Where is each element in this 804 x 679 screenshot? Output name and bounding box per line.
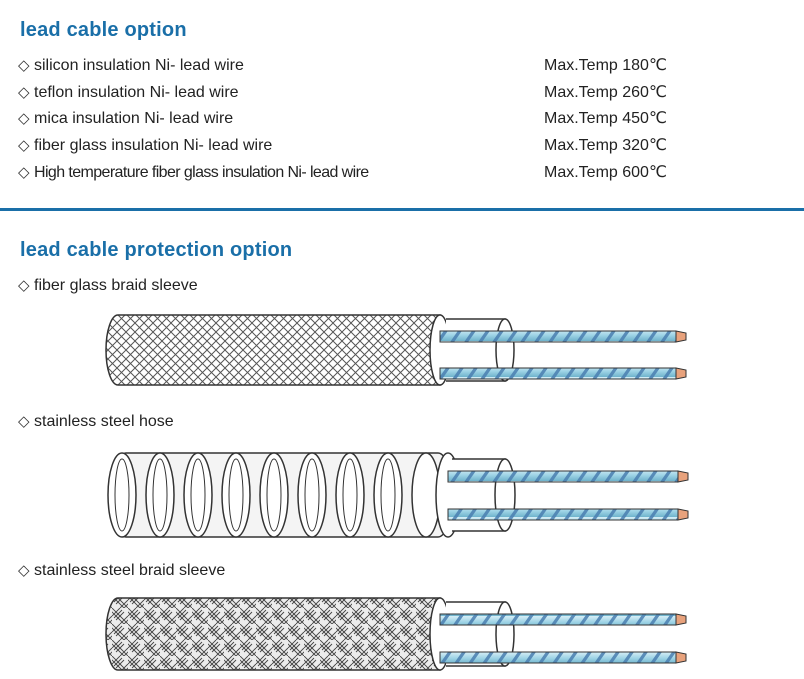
lead-option-max-temp: Max.Temp 180℃ bbox=[544, 57, 667, 74]
lead-option-row-fiber-glass: ◇fiber glass insulation Ni- lead wire Ma… bbox=[18, 135, 698, 157]
protection-item-stainless-hose-label: ◇stainless steel hose bbox=[18, 411, 174, 433]
lead-option-row-high-temp-fiber-glass: ◇High temperature fiber glass insulation… bbox=[18, 162, 698, 184]
protection-item-label: fiber glass braid sleeve bbox=[34, 277, 198, 294]
protection-item-stainless-braid-label: ◇stainless steel braid sleeve bbox=[18, 560, 225, 582]
diamond-bullet-icon: ◇ bbox=[18, 137, 30, 154]
lead-option-max-temp: Max.Temp 450℃ bbox=[544, 110, 667, 127]
lead-option-max-temp: Max.Temp 600℃ bbox=[544, 164, 667, 181]
lead-cable-protection-heading: lead cable protection option bbox=[20, 239, 293, 261]
lead-option-max-temp: Max.Temp 320℃ bbox=[544, 137, 667, 154]
lead-option-label: mica insulation Ni- lead wire bbox=[34, 110, 234, 127]
lead-option-row-silicon: ◇silicon insulation Ni- lead wire Max.Te… bbox=[18, 55, 698, 77]
fiber-glass-braid-sleeve-icon bbox=[105, 314, 687, 386]
diamond-bullet-icon: ◇ bbox=[18, 277, 30, 294]
stainless-steel-hose-icon bbox=[107, 452, 689, 538]
protection-item-label: stainless steel braid sleeve bbox=[34, 562, 226, 579]
lead-option-max-temp: Max.Temp 260℃ bbox=[544, 84, 667, 101]
diamond-bullet-icon: ◇ bbox=[18, 413, 30, 430]
protection-item-label: stainless steel hose bbox=[34, 413, 174, 430]
diamond-bullet-icon: ◇ bbox=[18, 110, 30, 127]
stainless-steel-braid-sleeve-icon bbox=[105, 597, 687, 671]
diamond-bullet-icon: ◇ bbox=[18, 84, 30, 101]
lead-option-label: teflon insulation Ni- lead wire bbox=[34, 84, 239, 101]
lead-option-row-mica: ◇mica insulation Ni- lead wire Max.Temp … bbox=[18, 108, 698, 130]
diamond-bullet-icon: ◇ bbox=[18, 562, 30, 579]
section-divider bbox=[0, 208, 804, 211]
lead-cable-option-heading: lead cable option bbox=[20, 19, 187, 41]
lead-option-label: silicon insulation Ni- lead wire bbox=[34, 57, 244, 74]
diamond-bullet-icon: ◇ bbox=[18, 164, 30, 181]
lead-option-row-teflon: ◇teflon insulation Ni- lead wire Max.Tem… bbox=[18, 82, 698, 104]
lead-option-label: fiber glass insulation Ni- lead wire bbox=[34, 137, 273, 154]
protection-item-fiber-glass-braid-label: ◇fiber glass braid sleeve bbox=[18, 275, 198, 297]
lead-option-label: High temperature fiber glass insulation … bbox=[34, 164, 369, 181]
diamond-bullet-icon: ◇ bbox=[18, 57, 30, 74]
